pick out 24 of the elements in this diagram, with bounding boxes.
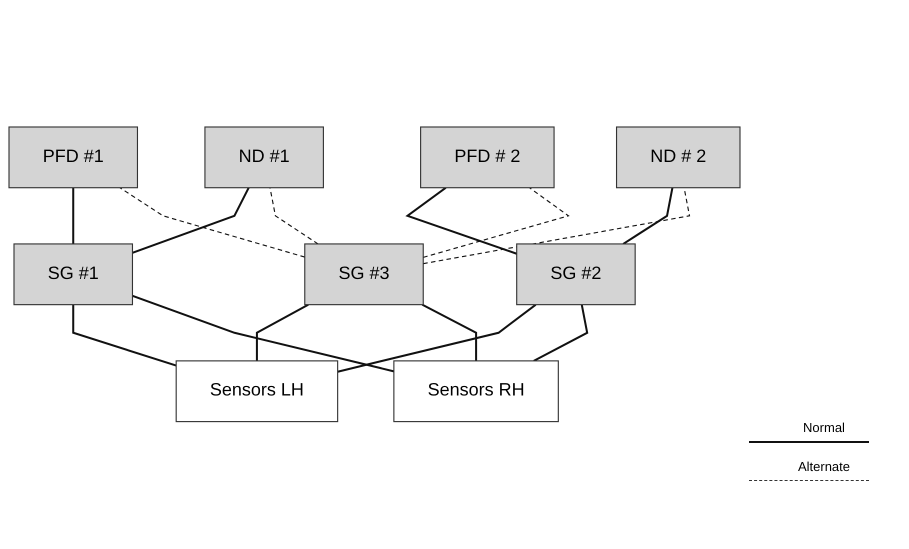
connector	[72, 188, 74, 244]
connector	[423, 187, 570, 258]
connector	[533, 304, 588, 362]
connector	[337, 304, 536, 373]
node-box: Sensors RH	[393, 360, 559, 422]
legend-label: Normal	[802, 420, 846, 435]
node-box: SG #1	[13, 244, 134, 306]
connector	[72, 304, 176, 367]
connector	[423, 188, 690, 264]
node-box: SG #3	[304, 244, 424, 306]
node-box: PFD # 2	[420, 126, 555, 188]
connector	[422, 304, 478, 362]
connector	[132, 187, 250, 254]
node-box: Sensors LH	[176, 360, 338, 422]
connector	[256, 304, 309, 362]
node-box: ND #1	[204, 126, 324, 188]
legend-label: Alternate	[796, 459, 852, 474]
connector	[622, 188, 674, 245]
connector	[120, 187, 305, 258]
node-box: PFD #1	[8, 126, 138, 188]
connector	[405, 187, 518, 255]
node-box: SG #2	[516, 244, 636, 306]
connector	[132, 295, 394, 373]
node-box: ND # 2	[616, 126, 741, 188]
